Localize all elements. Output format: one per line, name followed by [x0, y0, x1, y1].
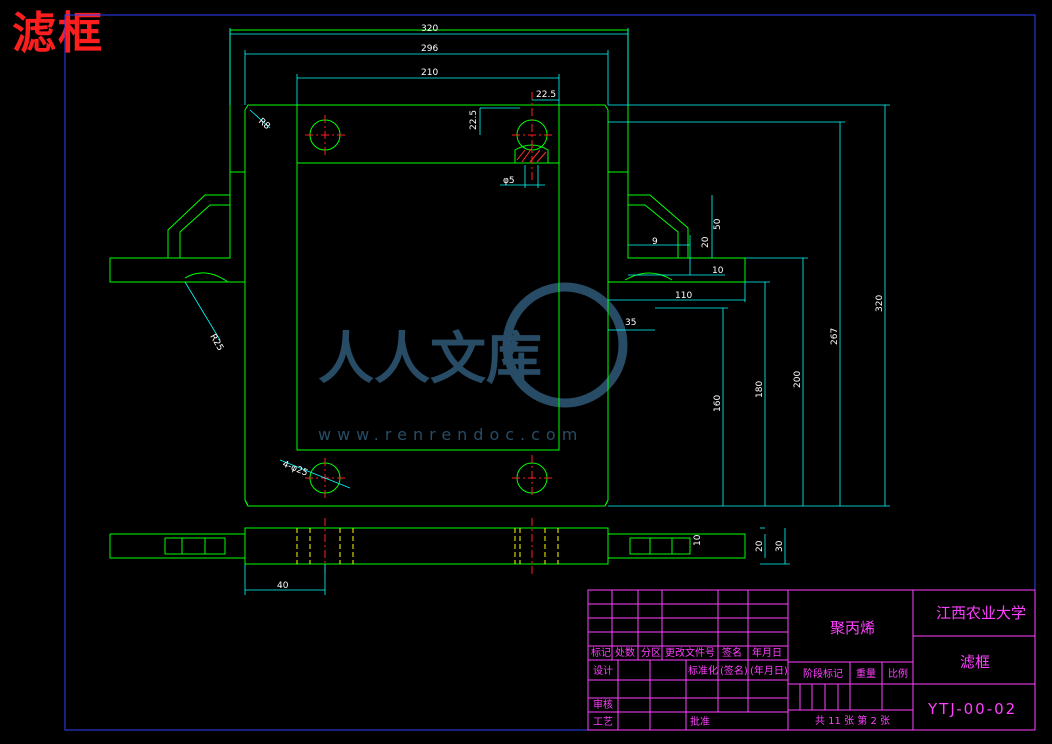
- review-label: 审核: [593, 698, 613, 711]
- sheets-label: 共 11 张 第 2 张: [815, 714, 890, 727]
- dim-210: 210: [421, 68, 438, 78]
- drawing-border: [64, 14, 1036, 731]
- date-label: (年月日): [750, 664, 788, 677]
- top-view-outline: [109, 29, 746, 507]
- dim-left-bottom: 40: [277, 581, 289, 591]
- weight-label: 重量: [856, 667, 876, 680]
- hidden-lines: [296, 528, 559, 564]
- dim-160: 160: [713, 395, 723, 412]
- watermark-text: 人人文库: [318, 327, 542, 392]
- col-change-doc: 更改文件号: [665, 646, 715, 659]
- watermark-url: www.renrendoc.com: [318, 425, 583, 444]
- dim-small-10: 10: [693, 534, 703, 546]
- design-label: 设计: [593, 664, 613, 677]
- scale-label: 比例: [888, 667, 908, 680]
- col-date: 年月日: [752, 646, 782, 659]
- front-view-outline: [109, 527, 746, 565]
- dim-35: 35: [625, 318, 636, 328]
- drawing-number: YTJ-00-02: [927, 700, 1017, 718]
- dim-180: 180: [755, 381, 765, 398]
- dim-20-bottom: 20: [755, 540, 765, 552]
- col-count: 处数: [615, 646, 635, 659]
- title-block-text: 聚丙烯 江西农业大学 滤框 YTJ-00-02 标记 处数 分区 更改文件号 签…: [591, 604, 1026, 728]
- dim-296: 296: [421, 44, 438, 54]
- standardize-label: 标准化: [688, 664, 718, 677]
- dim-r-left: R25: [207, 333, 225, 353]
- drawing-title: 滤框: [12, 8, 104, 59]
- dimension-lines: [184, 28, 890, 595]
- dim-110: 110: [675, 291, 692, 301]
- stage-mark-label: 阶段标记: [803, 667, 843, 680]
- dim-22-5-h: 22.5: [536, 90, 556, 100]
- dim-phi5: φ5: [503, 176, 515, 186]
- approve-label: 批准: [690, 715, 710, 728]
- col-zone: 分区: [641, 647, 661, 659]
- dim-200: 200: [793, 371, 803, 388]
- dim-r-top: R8: [256, 117, 272, 133]
- material: 聚丙烯: [830, 619, 875, 637]
- col-sign: 签名: [722, 646, 742, 659]
- dim-50: 50: [713, 218, 723, 230]
- col-mark: 标记: [591, 647, 611, 659]
- dimension-labels: 320 296 210 22.5 22.5 φ5 50 20 10 110 35…: [207, 24, 885, 591]
- dim-320-side: 320: [875, 295, 885, 312]
- dim-10: 10: [712, 266, 724, 276]
- dim-30-bottom: 30: [775, 540, 785, 552]
- dim-small-9: 9: [652, 237, 658, 247]
- dim-20-side: 20: [701, 236, 711, 248]
- dim-320-top: 320: [421, 24, 438, 34]
- process-label: 工艺: [593, 716, 613, 728]
- center-lines: [305, 92, 552, 575]
- university: 江西农业大学: [936, 604, 1026, 622]
- sign-label: (签名): [720, 664, 748, 677]
- title-block: [587, 589, 1036, 731]
- dim-22-5-v: 22.5: [469, 110, 479, 130]
- dim-hole: 4-φ25: [281, 460, 309, 479]
- watermark: 人人文库 www.renrendoc.com: [318, 282, 628, 444]
- part-name: 滤框: [960, 653, 990, 671]
- dim-267: 267: [830, 328, 840, 345]
